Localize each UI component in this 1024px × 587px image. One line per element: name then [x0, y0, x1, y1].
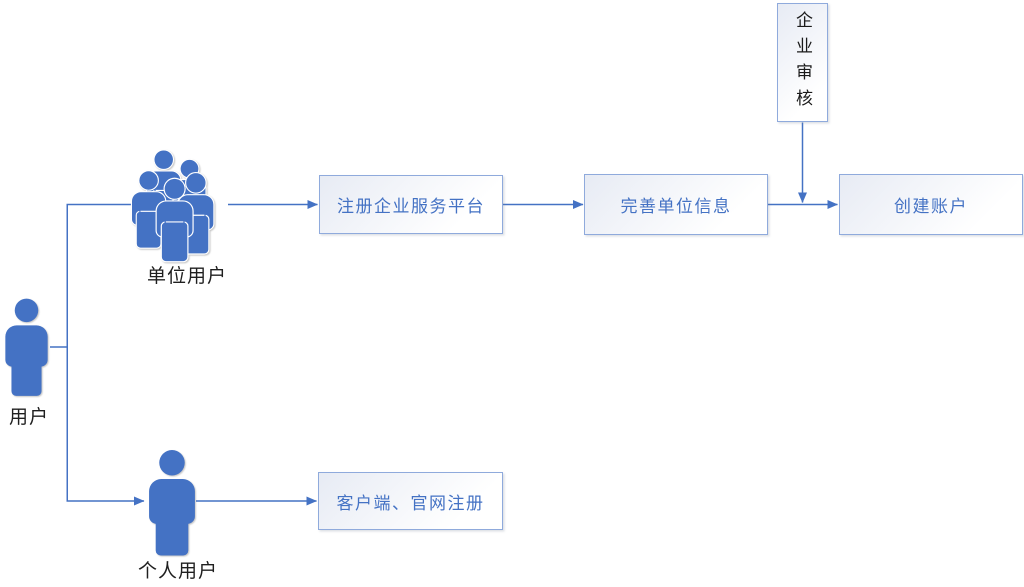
user-label: 用户 [8, 407, 49, 428]
create-account-box-label: 创建账户 [894, 197, 968, 216]
personal-user-icon [148, 449, 196, 557]
complete-org-info-box-label: 完善单位信息 [620, 197, 732, 216]
client-web-register-box-label: 客户端、官网注册 [336, 493, 485, 513]
register-platform-box: 注册企业服务平台 [319, 175, 503, 234]
client-web-register-box: 客户端、官网注册 [318, 472, 503, 530]
personal-user-label: 个人用户 [138, 561, 219, 582]
org-user-label: 单位用户 [147, 266, 228, 287]
org-users-icon [130, 149, 215, 263]
enterprise-audit-box: 企业审核 [777, 3, 828, 122]
register-platform-box-label: 注册企业服务平台 [337, 197, 485, 216]
enterprise-audit-box-label: 企业审核 [793, 10, 812, 115]
complete-org-info-box: 完善单位信息 [584, 174, 768, 235]
user-icon [4, 297, 49, 397]
create-account-box: 创建账户 [839, 174, 1023, 235]
